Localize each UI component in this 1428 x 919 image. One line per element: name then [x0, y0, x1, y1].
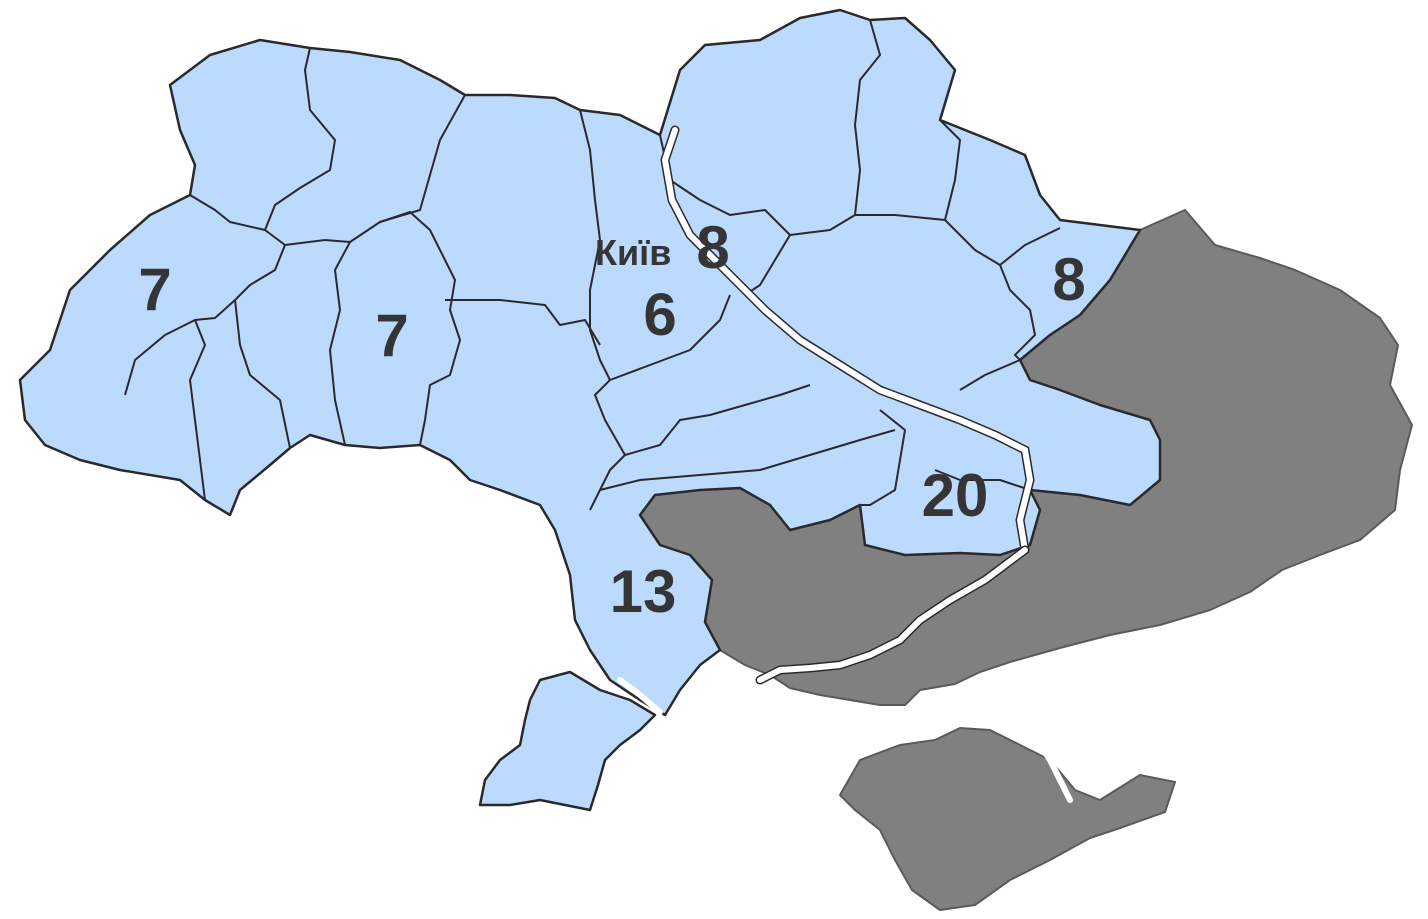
region-value-khmelnytskyi: 7 — [375, 302, 408, 369]
oblast-borders — [124, 19, 1061, 511]
region-value-kharkiv: 8 — [1052, 246, 1085, 313]
odesa-south — [478, 670, 657, 812]
crimea — [839, 727, 1176, 911]
region-value-kyiv-city: 6 — [643, 281, 676, 348]
free-territory — [18, 8, 1162, 717]
region-value-zaporizhzhia: 20 — [922, 462, 989, 529]
city-label-kyiv: Київ — [595, 232, 671, 273]
region-value-chernihiv: 8 — [696, 214, 729, 281]
region-value-mykolaiv: 13 — [610, 558, 677, 625]
region-value-west: 7 — [138, 256, 171, 323]
dnipro-river — [617, 125, 1073, 803]
